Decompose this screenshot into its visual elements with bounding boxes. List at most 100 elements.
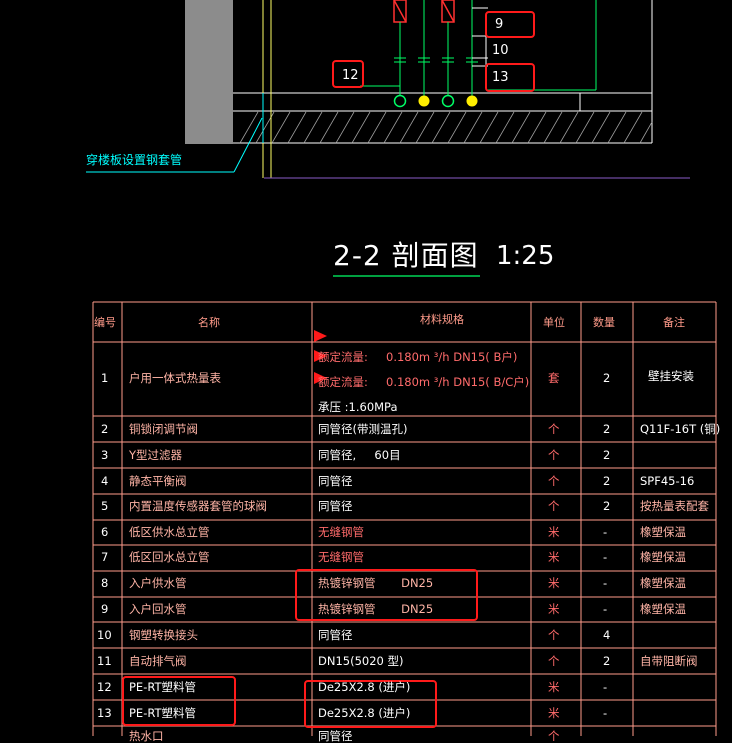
table-row-spec: 同管径 [318, 474, 353, 488]
table-row-unit: 米 [548, 602, 560, 616]
table-row-unit: 个 [548, 654, 560, 668]
row1-spec-label-1: 额定流量: [318, 350, 368, 364]
revision-flag-3 [314, 372, 327, 384]
table-row-remark: 橡塑保温 [640, 525, 686, 539]
table-row-spec-partial: 同管径 [318, 729, 353, 743]
table-row-spec: 热镀锌钢管 DN25 [318, 576, 434, 590]
table-row-no: 7 [101, 550, 109, 564]
table-row-no: 9 [101, 602, 109, 616]
table-row-unit: 米 [548, 550, 560, 564]
highlight-box-13 [485, 63, 535, 92]
row1-spec-label-2: 额定流量: [318, 375, 368, 389]
table-row-unit: 个 [548, 499, 560, 513]
table-row-unit: 米 [548, 706, 560, 720]
row1-remark: 壁挂安装 [648, 369, 694, 383]
table-row-qty: 2 [603, 499, 611, 513]
table-row-name: Y型过滤器 [129, 448, 183, 462]
table-row-qty: 2 [603, 654, 611, 668]
table-row-unit: 个 [548, 422, 560, 436]
table-row-name: 低区回水总立管 [129, 550, 210, 564]
highlight-box-rows-12-13-name [122, 676, 236, 726]
highlight-box-12 [332, 60, 364, 88]
highlight-box-rows-12-13-spec [304, 680, 437, 728]
table-row-qty: 2 [603, 422, 611, 436]
table-row-name: PE-RT塑料管 [129, 706, 197, 720]
table-row-no: 2 [101, 422, 109, 436]
row1-spec-pressure: 承压 :1.60MPa [318, 400, 398, 414]
callout-12: 12 [342, 68, 359, 83]
table-row-remark: Q11F-16T (铜) [640, 422, 721, 436]
table-row-qty: - [603, 602, 608, 616]
table-row-spec: 同管径 [318, 499, 353, 513]
header-spec: 材料规格 [420, 313, 464, 326]
table-row-remark: 自带阻断阀 [640, 654, 698, 668]
row1-name: 户用一体式热量表 [129, 371, 221, 385]
table-row-name: 静态平衡阀 [129, 474, 187, 488]
section-scale: 1:25 [496, 241, 555, 271]
section-title: 2-2 剖面图 [333, 239, 479, 272]
table-row-qty: 2 [603, 474, 611, 488]
pipe-section-4 [466, 95, 478, 107]
table-row-no: 5 [101, 499, 109, 513]
callout-13: 13 [492, 70, 509, 85]
table-row-no: 12 [97, 680, 112, 694]
table-row-spec: 同管径 [318, 628, 353, 642]
table-row-no: 13 [97, 706, 112, 720]
table-row-spec: 同管径(带测温孔) [318, 422, 408, 436]
row1-qty: 2 [603, 371, 611, 385]
table-row-no: 11 [97, 654, 112, 668]
table-row-name: 低区供水总立管 [129, 525, 210, 539]
table-row-qty: 2 [603, 448, 611, 462]
row1-spec-value-1: 0.180m ³/h DN15( B户) [386, 350, 518, 364]
table-row-qty: - [603, 706, 608, 720]
pipe-section-1 [393, 94, 407, 108]
header-remark: 备注 [663, 316, 685, 329]
wall-section [185, 0, 233, 144]
table-row-spec: 同管径, 60目 [318, 448, 401, 462]
highlight-box-9 [485, 11, 535, 38]
table-row-unit-partial: 个 [548, 729, 560, 743]
row1-spec-value-2: 0.180m ³/h DN15( B/C户) [386, 375, 530, 389]
pipe-section-3 [441, 94, 455, 108]
header-qty: 数量 [593, 316, 615, 329]
table-row-spec: De25X2.8 (进户) [318, 706, 411, 720]
table-row-name: 入户回水管 [129, 602, 187, 616]
table-row-remark: 橡塑保温 [640, 550, 686, 564]
table-row-spec: 热镀锌钢管 DN25 [318, 602, 434, 616]
pipe-section-2 [418, 95, 430, 107]
callout-9: 9 [495, 17, 504, 32]
pipe-group [360, 0, 478, 96]
table-row-unit: 个 [548, 448, 560, 462]
table-row-unit: 米 [548, 525, 560, 539]
table-row-spec: 无缝钢管 [318, 525, 364, 539]
table-row-no: 3 [101, 448, 109, 462]
table-row-qty: 4 [603, 628, 611, 642]
table-row-remark: SPF45-16 [640, 474, 695, 488]
table-row-name: 钢塑转换接头 [129, 628, 198, 642]
table-row-no: 4 [101, 474, 109, 488]
table-row-spec: 无缝钢管 [318, 550, 364, 564]
table-row-name: 自动排气阀 [129, 654, 187, 668]
table-row-unit: 个 [548, 474, 560, 488]
header-no: 编号 [94, 316, 116, 329]
table-row-no: 8 [101, 576, 109, 590]
table-row-name: PE-RT塑料管 [129, 680, 197, 694]
table-row-name-partial: 热水口 [129, 729, 164, 743]
table-row-name: 入户供水管 [129, 576, 187, 590]
sleeve-note: 穿楼板设置钢套管 [86, 153, 183, 167]
table-row-no: 10 [97, 628, 112, 642]
table-row-spec: DN15(5020 型) [318, 654, 404, 668]
slab-hatch [239, 111, 653, 144]
header-unit: 单位 [543, 316, 565, 329]
table-row-name: 铜锁闭调节阀 [129, 422, 198, 436]
callout-10: 10 [492, 43, 509, 58]
table-row-name: 内置温度传感器套管的球阀 [129, 499, 267, 513]
table-row-qty: - [603, 576, 608, 590]
table-row-remark: 按热量表配套 [640, 499, 709, 513]
table-row-unit: 个 [548, 628, 560, 642]
material-table-grid [92, 301, 717, 736]
table-row-qty: - [603, 550, 608, 564]
revision-flag-1 [314, 330, 327, 342]
table-row-remark: 橡塑保温 [640, 576, 686, 590]
